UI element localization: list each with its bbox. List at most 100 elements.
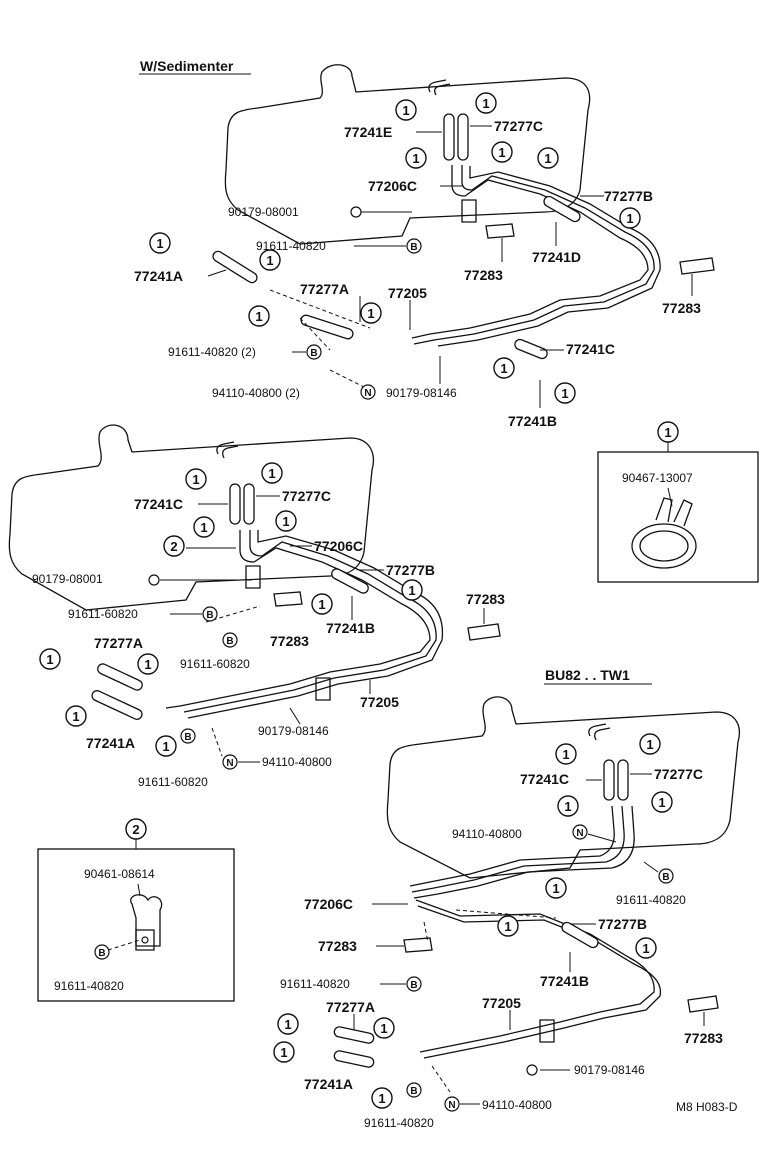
label-91611-60820-a: 91611-60820 xyxy=(68,607,138,621)
marker-one: 1 xyxy=(373,1017,395,1039)
label-77206C: 77206C xyxy=(314,538,363,554)
label-90467-13007: 90467-13007 xyxy=(622,471,693,485)
bottom-leader-91611-40820a xyxy=(643,861,659,873)
bottom-dash-c xyxy=(431,1065,451,1093)
middle-main-pipe-b xyxy=(183,530,437,713)
bottom-hose-77277A xyxy=(333,1026,375,1044)
top-neck-pipe-a xyxy=(428,79,447,93)
label-90179-08146: 90179-08146 xyxy=(574,1063,645,1077)
svg-text:1: 1 xyxy=(561,386,568,401)
middle-hose-77277A xyxy=(97,663,143,691)
top-hose-77277A xyxy=(300,314,354,340)
marker-one: 1 xyxy=(360,302,382,324)
top-heading: W/Sedimenter xyxy=(140,58,234,74)
label-94110-40800-2: 94110-40800 (2) xyxy=(212,386,300,400)
label-91611-40820-a: 91611-40820 xyxy=(616,893,686,907)
inset2-leader-top xyxy=(137,883,141,897)
middle-hose-77241C xyxy=(229,483,241,525)
svg-text:B: B xyxy=(662,872,669,883)
svg-text:B: B xyxy=(206,610,213,621)
svg-text:1: 1 xyxy=(664,425,671,440)
marker-one: 1 xyxy=(259,249,281,271)
svg-text:1: 1 xyxy=(626,211,633,226)
marker-one: 1 xyxy=(261,462,283,484)
label-77283-b: 77283 xyxy=(662,300,701,316)
svg-text:2: 2 xyxy=(132,822,139,837)
hose-clamp-tab-a xyxy=(655,497,673,523)
bottom-upper-pipe-c xyxy=(413,805,635,899)
svg-text:1: 1 xyxy=(562,747,569,762)
label-77241A: 77241A xyxy=(304,1076,353,1092)
inset2-frame xyxy=(37,848,235,1002)
marker-one: 1 xyxy=(193,516,215,538)
svg-text:1: 1 xyxy=(282,514,289,529)
marker-one: 1 xyxy=(137,653,159,675)
label-77277A: 77277A xyxy=(300,281,349,297)
marker-one: 1 xyxy=(185,468,207,490)
marker-one: 1 xyxy=(395,99,417,121)
bottom-heading: BU82 . . TW1 xyxy=(545,667,630,683)
svg-text:1: 1 xyxy=(200,520,207,535)
top-dash-b xyxy=(329,369,367,389)
marker-b: B xyxy=(406,238,422,254)
label-77283-a: 77283 xyxy=(464,267,503,283)
label-77277C: 77277C xyxy=(282,488,331,504)
top-bracket xyxy=(461,199,477,223)
marker-one: 1 xyxy=(639,733,661,755)
svg-text:1: 1 xyxy=(192,472,199,487)
middle-hose-77241B xyxy=(331,568,369,594)
pipe-clamp-body xyxy=(130,894,163,947)
top-hose-77241C xyxy=(514,338,548,360)
label-77277B: 77277B xyxy=(386,562,435,578)
top-hose-77241D xyxy=(543,195,581,223)
inset1-frame xyxy=(597,451,759,583)
bottom-neck-pipe-b xyxy=(594,727,611,741)
top-clip-77283-a xyxy=(485,223,515,239)
middle-hose-77241A xyxy=(91,690,143,720)
top-hose-77241E xyxy=(443,113,455,161)
svg-text:B: B xyxy=(410,242,417,253)
marker-one: 1 xyxy=(401,579,423,601)
svg-text:N: N xyxy=(448,1100,455,1111)
marker-n: N xyxy=(444,1096,460,1112)
marker-b: B xyxy=(94,944,110,960)
svg-text:B: B xyxy=(184,732,191,743)
marker-one: 1 xyxy=(619,207,641,229)
marker-one: 1 xyxy=(545,877,567,899)
label-77283-b: 77283 xyxy=(466,591,505,607)
marker-b: B xyxy=(658,868,674,884)
inset-1: 1 90467-13007 xyxy=(597,421,759,583)
hose-clamp-tab-b xyxy=(673,499,693,527)
marker-two: 2 xyxy=(163,535,185,557)
label-91611-40820: 91611-40820 xyxy=(256,239,326,253)
svg-text:1: 1 xyxy=(500,361,507,376)
label-77241C: 77241C xyxy=(520,771,569,787)
label-77241A: 77241A xyxy=(134,268,183,284)
svg-text:1: 1 xyxy=(380,1021,387,1036)
label-90179-08001: 90179-08001 xyxy=(32,572,103,586)
svg-text:1: 1 xyxy=(408,583,415,598)
svg-text:1: 1 xyxy=(552,881,559,896)
svg-text:1: 1 xyxy=(564,799,571,814)
svg-text:1: 1 xyxy=(642,941,649,956)
label-77241C: 77241C xyxy=(566,341,615,357)
inset2-dash xyxy=(107,939,141,951)
label-77277B: 77277B xyxy=(598,916,647,932)
marker-n: N xyxy=(572,824,588,840)
marker-one: 1 xyxy=(311,593,333,615)
label-77241A: 77241A xyxy=(86,735,135,751)
label-77241B: 77241B xyxy=(540,973,589,989)
marker-one: 1 xyxy=(657,421,679,443)
label-77277A: 77277A xyxy=(94,635,143,651)
svg-text:N: N xyxy=(364,388,371,399)
middle-clip-77283-a xyxy=(273,591,303,607)
svg-text:2: 2 xyxy=(170,539,177,554)
svg-text:1: 1 xyxy=(266,253,273,268)
top-leader-77241A xyxy=(207,269,227,277)
bottom-lower-pipe-a xyxy=(415,899,655,1053)
svg-text:1: 1 xyxy=(162,739,169,754)
marker-b: B xyxy=(222,632,238,648)
label-91611-60820-c: 91611-60820 xyxy=(138,775,208,789)
label-91611-40820-b: 91611-40820 xyxy=(280,977,350,991)
